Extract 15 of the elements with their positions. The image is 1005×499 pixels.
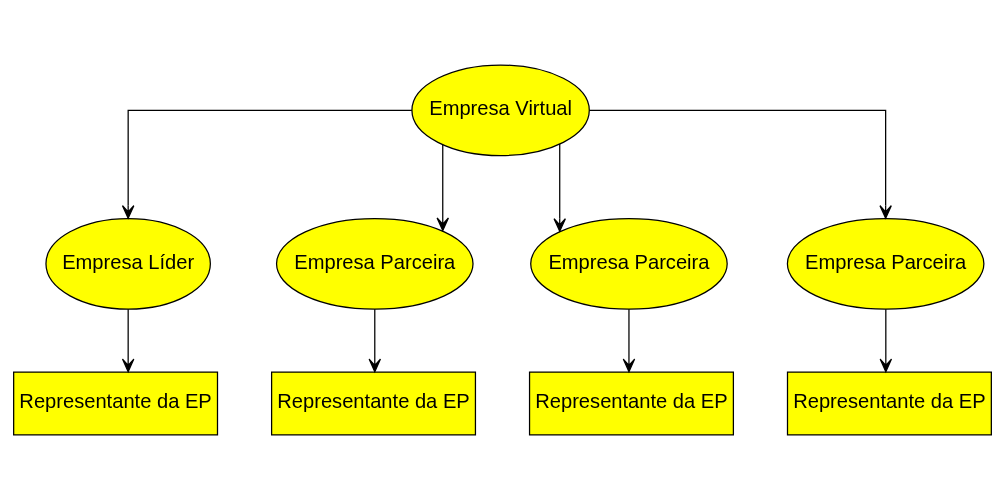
- arrow: [121, 308, 135, 372]
- arrow: [622, 308, 636, 372]
- node-box: Representante da EP: [271, 370, 477, 436]
- arrow: [879, 308, 893, 372]
- node-ellipse: Empresa Parceira: [786, 217, 985, 310]
- node-box: Representante da EP: [786, 370, 992, 436]
- arrow: [588, 109, 892, 219]
- node-ellipse: Empresa Virtual: [411, 63, 590, 156]
- node-ellipse: Empresa Líder: [45, 217, 211, 310]
- arrow: [436, 143, 450, 231]
- arrow: [553, 142, 566, 232]
- node-box: Representante da EP: [13, 370, 219, 436]
- arrow: [368, 308, 382, 372]
- node-box: Representante da EP: [528, 370, 734, 436]
- arrow: [121, 109, 413, 219]
